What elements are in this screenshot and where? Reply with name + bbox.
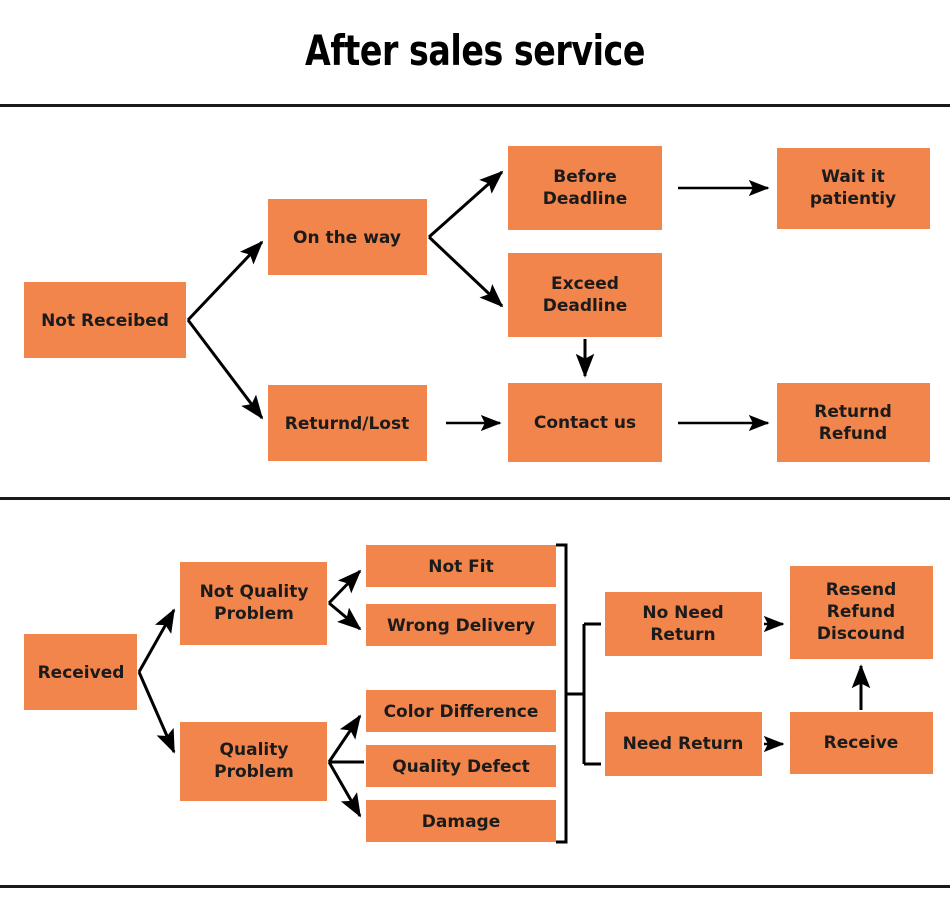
node-color-difference-label: Color Difference <box>384 702 539 722</box>
edges-section-2 <box>137 543 871 844</box>
node-need-return[interactable]: Need Return <box>605 712 762 776</box>
divider-under-title <box>0 104 950 107</box>
node-on-the-way-label: On the way <box>293 228 401 248</box>
node-not-receibed[interactable]: Not Receibed <box>24 282 186 358</box>
edge-received-to-not-quality-problem <box>137 608 176 673</box>
edge-on-the-way-to-before-deadline <box>428 170 504 239</box>
node-returnd-lost-label: Returnd/Lost <box>285 414 409 434</box>
node-received-label: Received <box>38 663 125 683</box>
node-not-receibed-label: Not Receibed <box>41 311 169 331</box>
node-receive-label: Receive <box>824 733 899 753</box>
edge-quality-problem-to-color-difference <box>327 714 362 763</box>
node-color-difference[interactable]: Color Difference <box>366 690 556 732</box>
node-damage-label: Damage <box>422 812 500 832</box>
node-contact-us-label: Contact us <box>534 413 636 433</box>
node-on-the-way[interactable]: On the way <box>268 199 427 275</box>
node-received[interactable]: Received <box>24 634 137 710</box>
node-wrong-delivery-label: Wrong Delivery <box>387 616 535 636</box>
page-title: After sales service <box>305 26 645 75</box>
node-receive[interactable]: Receive <box>790 712 933 774</box>
node-need-return-label: Need Return <box>623 734 744 754</box>
divider-between-sections <box>0 497 950 500</box>
node-not-fit-label: Not Fit <box>428 557 494 577</box>
edge-quality-problem-to-damage <box>327 761 362 818</box>
edge-not-receibed-to-on-the-way <box>186 240 264 322</box>
node-not-fit[interactable]: Not Fit <box>366 545 556 587</box>
edge-not-quality-problem-to-not-fit <box>327 569 362 605</box>
node-contact-us[interactable]: Contact us <box>508 383 662 462</box>
node-quality-defect-label: Quality Defect <box>392 757 530 777</box>
node-wrong-delivery[interactable]: Wrong Delivery <box>366 604 556 646</box>
node-returnd-lost[interactable]: Returnd/Lost <box>268 385 427 461</box>
divider-bottom <box>0 885 950 888</box>
section-not-received: Not Receibed On the way Returnd/Lost Bef… <box>24 146 930 462</box>
reasons-group-bracket <box>556 543 568 844</box>
edges-section-1 <box>186 170 770 432</box>
edge-not-receibed-to-returnd-lost <box>186 319 264 420</box>
edge-on-the-way-to-exceed-deadline <box>427 235 504 308</box>
node-damage[interactable]: Damage <box>366 800 556 842</box>
node-quality-defect[interactable]: Quality Defect <box>366 745 556 787</box>
edge-not-quality-problem-to-wrong-delivery <box>328 601 362 631</box>
edge-received-to-quality-problem <box>137 671 176 754</box>
